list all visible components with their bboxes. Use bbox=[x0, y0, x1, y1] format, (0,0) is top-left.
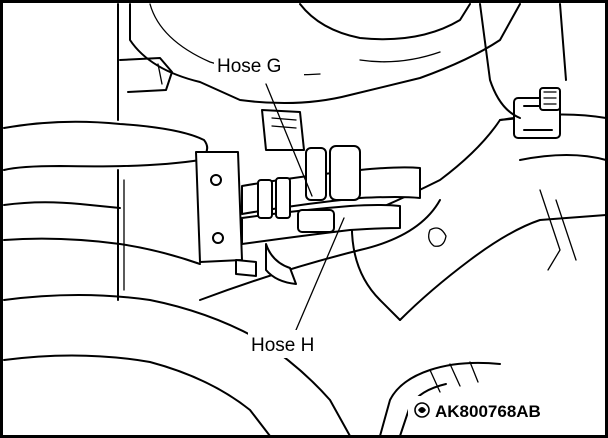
callouts: Hose G Hose H bbox=[214, 50, 345, 358]
hose-bracket-assembly bbox=[195, 109, 421, 285]
label-hose-g: Hose G bbox=[217, 56, 281, 77]
mitsubishi-logo-icon bbox=[414, 402, 430, 418]
label-hose-h: Hose H bbox=[251, 335, 314, 356]
figure-code: AK800768AB bbox=[408, 396, 604, 422]
figure-code-text: AK800768AB bbox=[435, 402, 541, 421]
leader-line-hose-g bbox=[265, 83, 313, 197]
leader-line-hose-h bbox=[295, 217, 345, 331]
chassis-background bbox=[3, 3, 607, 437]
